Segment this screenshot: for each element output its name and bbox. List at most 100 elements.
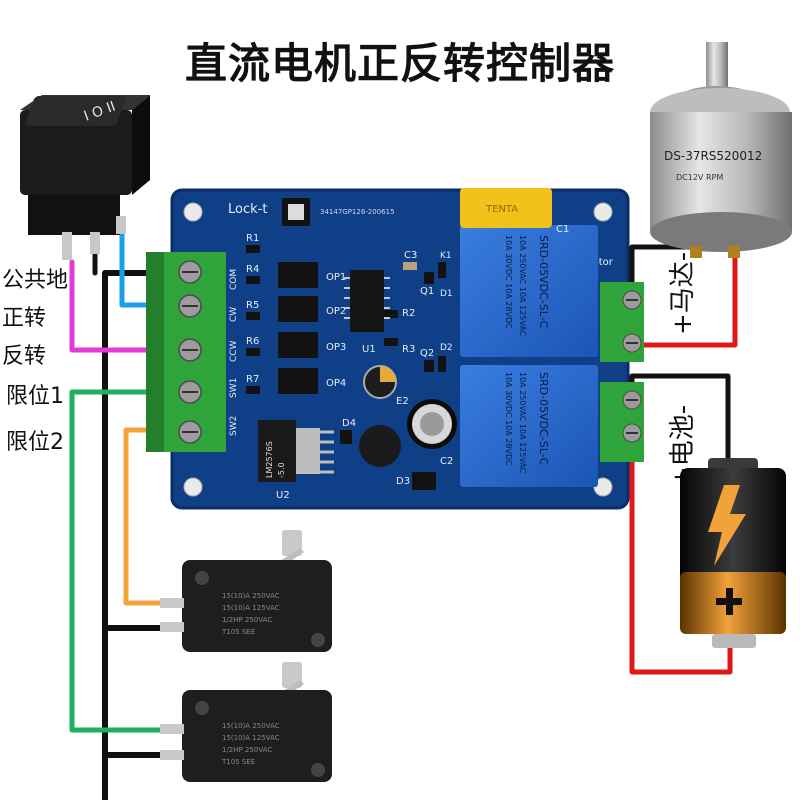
svg-text:C2: C2	[440, 456, 453, 467]
svg-text:D3: D3	[396, 476, 410, 487]
label-common-ground: 公共地	[2, 268, 69, 293]
svg-text:R6: R6	[246, 336, 259, 347]
svg-text:Q1: Q1	[420, 286, 434, 297]
rocker-pin-2	[90, 232, 100, 254]
svg-text:15(10)A 125VAC: 15(10)A 125VAC	[222, 604, 280, 612]
svg-text:OP2: OP2	[326, 306, 346, 317]
mount-hole	[593, 202, 613, 222]
terminal-silk: COM CW CCW SW1 SW2	[229, 269, 239, 436]
label-limit2: 限位2	[6, 430, 64, 455]
svg-text:C3: C3	[404, 250, 417, 261]
label-reverse: 反转	[2, 344, 47, 369]
terminal-block-left	[146, 252, 226, 452]
capacitor-c1: TENTA C1	[460, 188, 569, 235]
microswitch-1: 15(10)A 250VAC 15(10)A 125VAC 1/2HP 250V…	[160, 530, 332, 652]
svg-text:R4: R4	[246, 264, 259, 275]
mount-hole	[183, 477, 203, 497]
svg-text:10A 30VDC 10A 28VDC: 10A 30VDC 10A 28VDC	[504, 372, 513, 466]
svg-text:CCW: CCW	[229, 340, 239, 362]
svg-text:R1: R1	[246, 233, 259, 244]
lock-label: Lock-t	[228, 202, 267, 217]
capacitor-e2: E2	[363, 365, 409, 407]
svg-text:OP1: OP1	[326, 272, 346, 283]
svg-text:E2: E2	[396, 396, 409, 407]
motor-model: DS-37RS520012	[664, 149, 762, 163]
rocker-pin-3	[116, 216, 126, 234]
regulator-u2: LM2576S -5.0 U2	[258, 420, 334, 501]
svg-text:R5: R5	[246, 300, 259, 311]
motor-silk: Motor	[584, 257, 614, 268]
svg-text:10A 250VAC 10A 125VAC: 10A 250VAC 10A 125VAC	[518, 235, 527, 337]
connector-d3	[412, 472, 436, 490]
svg-text:TENTA: TENTA	[485, 204, 518, 215]
svg-text:OP4: OP4	[326, 378, 346, 389]
svg-text:1/2HP 250VAC: 1/2HP 250VAC	[222, 616, 272, 624]
svg-text:OP3: OP3	[326, 342, 346, 353]
microswitch-2: 15(10)A 250VAC 15(10)A 125VAC 1/2HP 250V…	[160, 662, 332, 782]
capacitor-large	[407, 399, 457, 449]
wire-battery-red	[629, 430, 733, 675]
svg-text:15(10)A 250VAC: 15(10)A 250VAC	[222, 592, 280, 600]
cap-c3	[403, 262, 417, 270]
svg-text:CW: CW	[229, 307, 239, 322]
svg-text:SRD-05VDC-SL-C: SRD-05VDC-SL-C	[537, 235, 550, 329]
svg-text:R7: R7	[246, 374, 259, 385]
svg-text:Q2: Q2	[420, 348, 434, 359]
svg-text:K1: K1	[440, 251, 452, 261]
wire-green-limit1	[69, 389, 193, 733]
mount-hole	[183, 202, 203, 222]
svg-text:15(10)A 250VAC: 15(10)A 250VAC	[222, 722, 280, 730]
svg-text:SW1: SW1	[229, 378, 239, 398]
diode-d2	[438, 356, 446, 372]
svg-text:D4: D4	[342, 418, 356, 429]
svg-text:U1: U1	[362, 344, 376, 355]
transistor-q2	[424, 360, 434, 372]
svg-text:SW2: SW2	[229, 416, 239, 436]
svg-text:U2: U2	[276, 490, 290, 501]
diagram-title: 直流电机正反转控制器	[184, 39, 615, 88]
svg-text:10A 250VAC 10A 125VAC: 10A 250VAC 10A 125VAC	[518, 372, 527, 474]
wire-magenta-reverse	[69, 259, 153, 353]
ic-u1: U1	[344, 270, 390, 355]
lightning-icon	[708, 485, 746, 566]
svg-text:T105 SEE: T105 SEE	[221, 758, 255, 766]
rocker-pin-1	[62, 232, 72, 260]
terminal-block-motor	[600, 282, 644, 362]
svg-text:R2: R2	[402, 308, 415, 319]
control-board: Lock-t 34147GP126-200615 Motor COM CW CC…	[146, 188, 644, 510]
wire-blue-forward	[119, 229, 153, 308]
battery	[680, 458, 786, 648]
svg-text:C1: C1	[556, 224, 569, 235]
relay-k2: SRD-05VDC-SL-C 10A 250VAC 10A 125VAC 10A…	[460, 365, 598, 487]
svg-text:1/2HP 250VAC: 1/2HP 250VAC	[222, 746, 272, 754]
wire-black-common	[102, 270, 153, 800]
svg-text:D2: D2	[440, 343, 453, 353]
svg-text:SRD-05VDC-SL-C: SRD-05VDC-SL-C	[537, 372, 550, 466]
wire-motor-red	[629, 255, 738, 348]
terminal-block-battery	[600, 382, 644, 462]
svg-text:T105 SEE: T105 SEE	[221, 628, 255, 636]
wire-orange-limit2	[123, 427, 193, 606]
svg-text:D1: D1	[440, 289, 453, 299]
inductor	[359, 425, 401, 467]
transistor-q1	[424, 272, 434, 284]
pcb-code: 34147GP126-200615	[320, 208, 395, 216]
dc-gear-motor: DS-37RS520012 DC12V RPM	[650, 42, 792, 258]
rocker-switch: I O II	[20, 95, 150, 260]
svg-text:R3: R3	[402, 344, 415, 355]
svg-text:LM2576S: LM2576S	[265, 441, 274, 478]
svg-text:-5.0: -5.0	[277, 462, 286, 478]
diode-d4	[340, 430, 352, 444]
svg-text:DC12V RPM: DC12V RPM	[676, 173, 723, 182]
svg-text:10A 30VDC 10A 28VDC: 10A 30VDC 10A 28VDC	[504, 235, 513, 329]
relay-k1: SRD-05VDC-SL-C 10A 250VAC 10A 125VAC 10A…	[460, 225, 598, 357]
diode-d1	[438, 262, 446, 278]
label-limit1: 限位1	[6, 384, 64, 409]
svg-text:COM: COM	[229, 269, 239, 290]
svg-text:15(10)A 125VAC: 15(10)A 125VAC	[222, 734, 280, 742]
label-forward: 正转	[2, 306, 47, 331]
